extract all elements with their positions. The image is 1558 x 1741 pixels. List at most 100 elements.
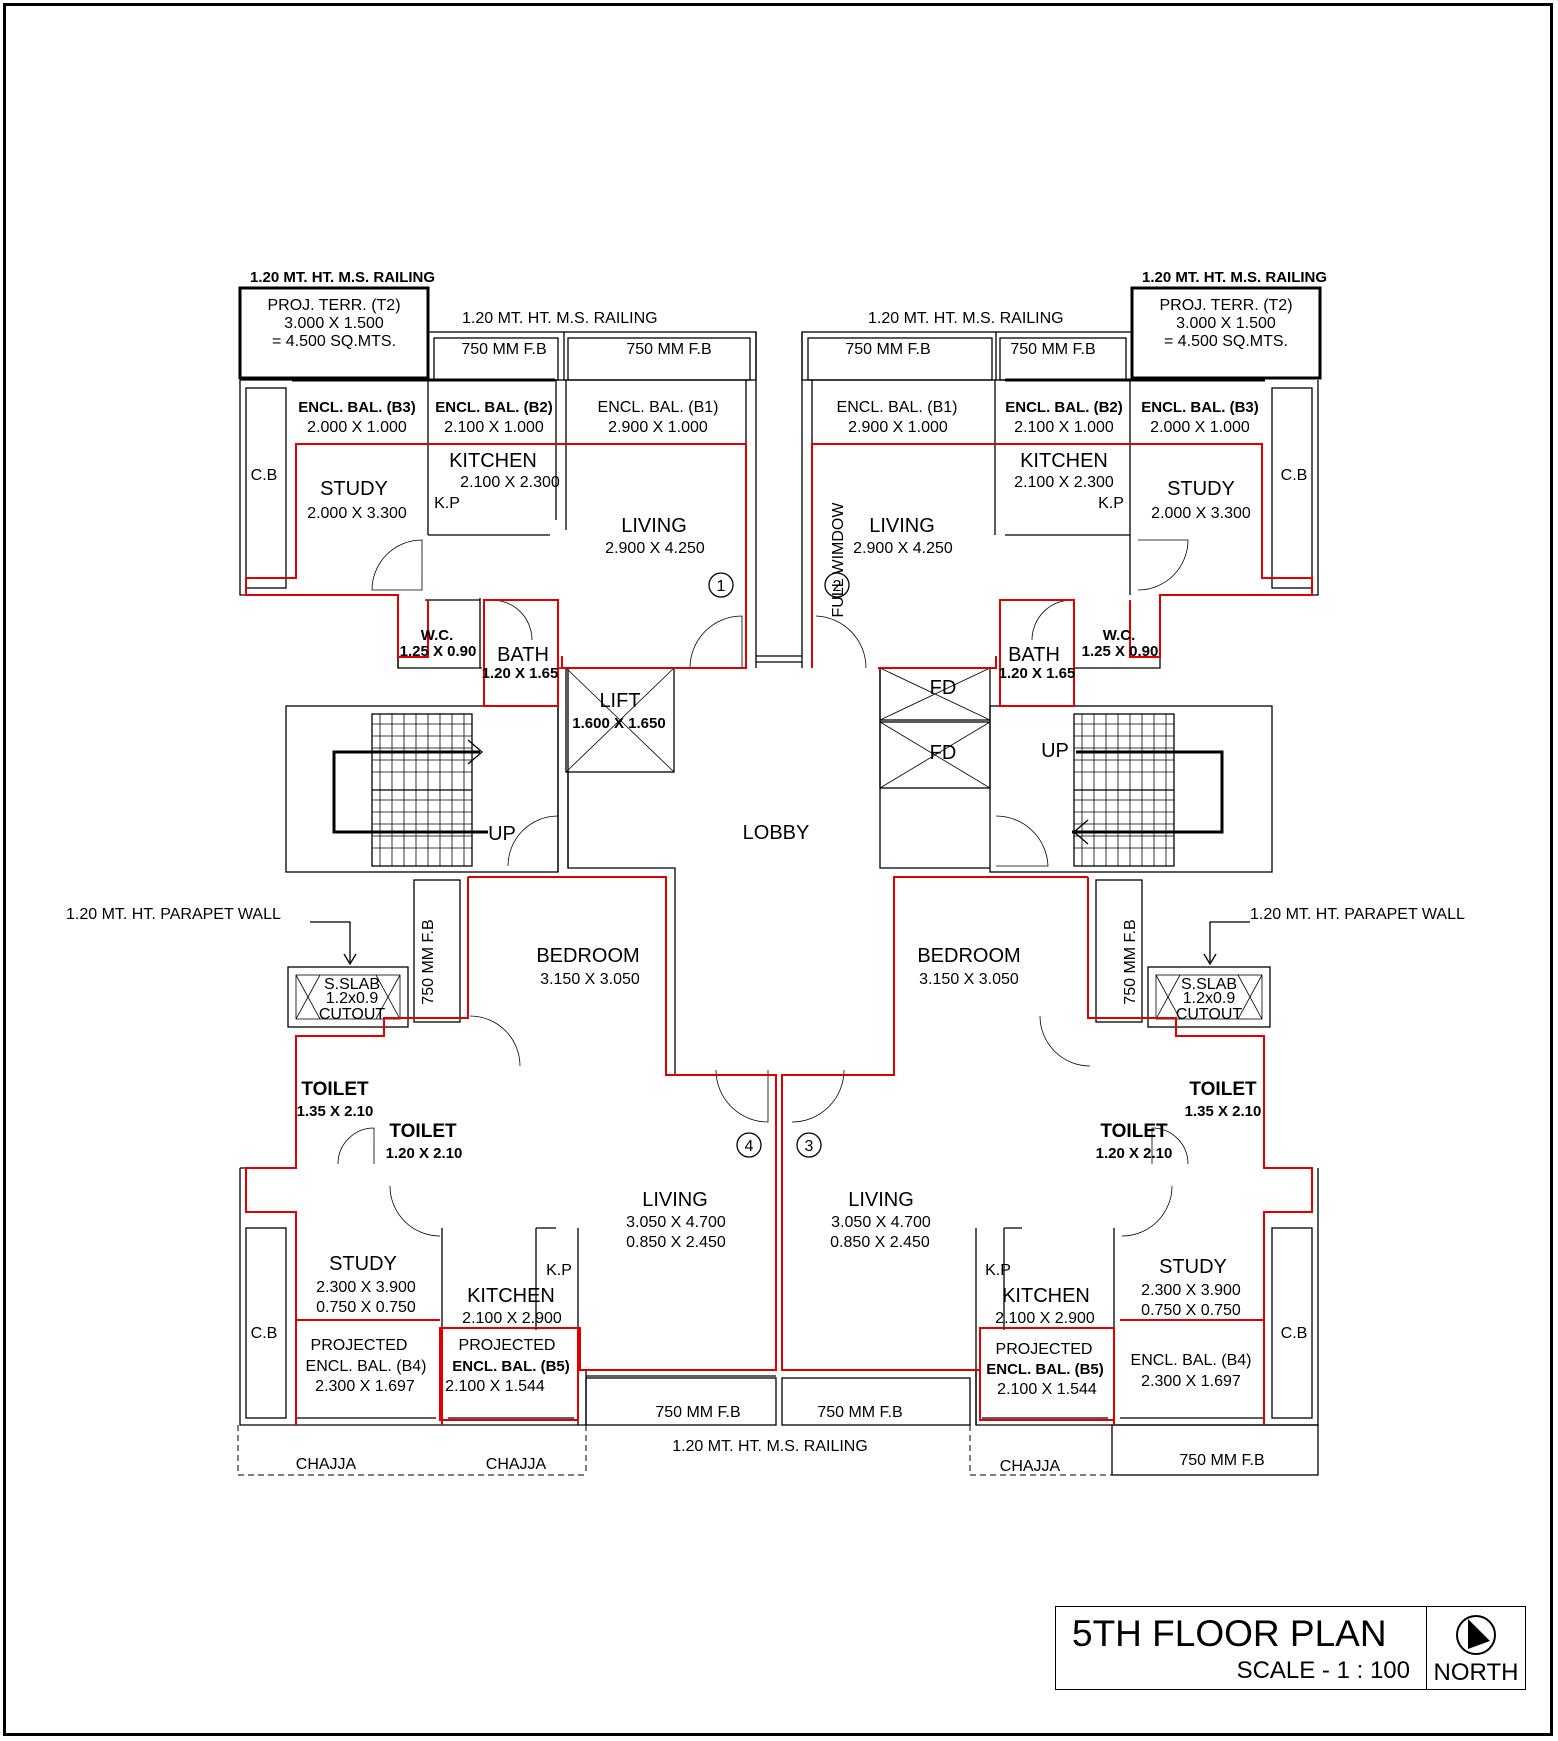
plan-title: 5TH FLOOR PLAN: [1072, 1613, 1387, 1654]
f1-b2-label: ENCL. BAL. (B2): [435, 399, 553, 416]
railing-label-left: 1.20 MT. HT. M.S. RAILING: [462, 310, 658, 327]
plan-scale: SCALE - 1 : 100: [1236, 1657, 1410, 1684]
f3-study-label: STUDY: [1159, 1256, 1227, 1278]
proj-terr-left-size: 3.000 X 1.500: [284, 315, 384, 332]
f1-kitchen-size: 2.100 X 2.300: [460, 474, 560, 491]
kp-label: K.P: [434, 495, 460, 512]
f4-toilet2-label: TOILET: [389, 1121, 457, 1142]
title-block: 5TH FLOOR PLAN SCALE - 1 : 100 NORTH: [1055, 1606, 1526, 1690]
f2-bath-label: BATH: [1008, 644, 1060, 666]
f3-study-size2: 0.750 X 0.750: [1141, 1302, 1241, 1319]
title-main-cell: 5TH FLOOR PLAN SCALE - 1 : 100: [1056, 1607, 1427, 1689]
f4-kitchen-size: 2.100 X 2.900: [462, 1310, 562, 1327]
f4-living-label: LIVING: [642, 1189, 708, 1211]
f1-b3-size: 2.000 X 1.000: [307, 419, 407, 436]
fb-label: 750 MM F.B: [1010, 341, 1095, 358]
f3-bedroom-label: BEDROOM: [917, 945, 1020, 967]
f1-b1-label: ENCL. BAL. (B1): [598, 399, 719, 416]
railing-label-right: 1.20 MT. HT. M.S. RAILING: [868, 310, 1064, 327]
f1-study-label: STUDY: [320, 478, 388, 500]
f2-kitchen-label: KITCHEN: [1020, 450, 1108, 472]
flat-number-marker-1: [708, 572, 734, 598]
parapet-label-left: 1.20 MT. HT. PARAPET WALL: [66, 906, 281, 923]
fb-label: 750 MM F.B: [845, 341, 930, 358]
f1-bath-size: 1.20 X 1.65: [482, 665, 559, 682]
f2-living-label: LIVING: [869, 515, 935, 537]
sslab-right-2: 1.2x0.9: [1183, 990, 1236, 1007]
railing-label-bottom: 1.20 MT. HT. M.S. RAILING: [672, 1438, 868, 1455]
railing-label-top-left: 1.20 MT. HT. M.S. RAILING: [250, 269, 435, 286]
f4-kitchen-label: KITCHEN: [467, 1285, 555, 1307]
f2-b3-size: 2.000 X 1.000: [1150, 419, 1250, 436]
kp-label: K.P: [546, 1262, 572, 1279]
f3-toilet2-size: 1.20 X 2.10: [1096, 1145, 1173, 1162]
f3-b5-line2: ENCL. BAL. (B5): [986, 1361, 1104, 1378]
full-window-label: FULL WIMDOW: [830, 502, 847, 618]
f1-wc-label: W.C.: [421, 627, 454, 644]
f3-b4-line2: 2.300 X 1.697: [1141, 1373, 1241, 1390]
parapet-label-right: 1.20 MT. HT. PARAPET WALL: [1250, 906, 1465, 923]
f4-b4-line3: 2.300 X 1.697: [315, 1378, 415, 1395]
f4-number: 4: [745, 1138, 754, 1155]
fb-label: 750 MM F.B: [461, 341, 546, 358]
f1-living-size: 2.900 X 4.250: [605, 540, 705, 557]
lift-size: 1.600 X 1.650: [572, 715, 665, 732]
f4-toilet1-label: TOILET: [301, 1079, 369, 1100]
f4-toilet2-size: 1.20 X 2.10: [386, 1145, 463, 1162]
f2-b1-label: ENCL. BAL. (B1): [837, 399, 958, 416]
chajja-label: CHAJJA: [296, 1456, 357, 1473]
flat-number-marker-3: [796, 1132, 822, 1158]
f4-study-label: STUDY: [329, 1253, 397, 1275]
fb-label-vertical-right: 750 MM F.B: [1122, 919, 1139, 1004]
f2-wc-label: W.C.: [1103, 627, 1136, 644]
proj-terr-left-area: = 4.500 SQ.MTS.: [272, 333, 396, 350]
cb-label: C.B: [1281, 1325, 1308, 1342]
proj-terr-right-size: 3.000 X 1.500: [1176, 315, 1276, 332]
f2-b2-label: ENCL. BAL. (B2): [1005, 399, 1123, 416]
proj-terr-right-title: PROJ. TERR. (T2): [1159, 297, 1292, 314]
f4-b5-line1: PROJECTED: [459, 1337, 556, 1354]
f3-b4-line1: ENCL. BAL. (B4): [1131, 1352, 1252, 1369]
door-swings: [337, 539, 1189, 1237]
stair-up-right: UP: [1041, 740, 1069, 762]
f2-b3-label: ENCL. BAL. (B3): [1141, 399, 1259, 416]
f2-b2-size: 2.100 X 1.000: [1014, 419, 1114, 436]
f1-living-label: LIVING: [621, 515, 687, 537]
cb-label: C.B: [1281, 467, 1308, 484]
north-label: NORTH: [1433, 1659, 1519, 1686]
flat-number-marker-2: [824, 572, 850, 598]
f4-b5-line3: 2.100 X 1.544: [445, 1378, 545, 1395]
sslab-left-1: S.SLAB: [324, 976, 380, 993]
f4-study-size1: 2.300 X 3.900: [316, 1279, 416, 1296]
flat-number-marker-4: [736, 1132, 762, 1158]
f4-bedroom-label: BEDROOM: [536, 945, 639, 967]
f2-living-size: 2.900 X 4.250: [853, 540, 953, 557]
f3-toilet1-size: 1.35 X 2.10: [1185, 1103, 1262, 1120]
f1-bath-label: BATH: [497, 644, 549, 666]
f3-toilet2-label: TOILET: [1100, 1121, 1168, 1142]
fb-label: 750 MM F.B: [817, 1404, 902, 1421]
f4-b4-line1: PROJECTED: [311, 1337, 408, 1354]
f3-bedroom-size: 3.150 X 3.050: [919, 971, 1019, 988]
sslab-left-2: 1.2x0.9: [326, 990, 379, 1007]
kp-label: K.P: [985, 1262, 1011, 1279]
f2-wc-size: 1.25 X 0.90: [1082, 643, 1159, 660]
carpet-area-outlines: [245, 443, 1313, 1425]
f1-wc-size: 1.25 X 0.90: [400, 643, 477, 660]
f2-b1-size: 2.900 X 1.000: [848, 419, 948, 436]
sslab-right-1: S.SLAB: [1181, 976, 1237, 993]
f3-living-size1: 3.050 X 4.700: [831, 1214, 931, 1231]
f1-study-size: 2.000 X 3.300: [307, 505, 407, 522]
fb-label: 750 MM F.B: [626, 341, 711, 358]
f3-living-label: LIVING: [848, 1189, 914, 1211]
f3-kitchen-label: KITCHEN: [1002, 1285, 1090, 1307]
chajja-label: CHAJJA: [1000, 1458, 1061, 1475]
lift-label: LIFT: [599, 690, 640, 712]
proj-terr-left-title: PROJ. TERR. (T2): [267, 297, 400, 314]
kp-label: K.P: [1098, 495, 1124, 512]
f2-study-label: STUDY: [1167, 478, 1235, 500]
f3-living-size2: 0.850 X 2.450: [830, 1234, 930, 1251]
sslab-right-3: CUTOUT: [1176, 1006, 1243, 1023]
f1-number: 1: [717, 578, 726, 595]
north-arrow-icon: [1456, 1615, 1496, 1655]
